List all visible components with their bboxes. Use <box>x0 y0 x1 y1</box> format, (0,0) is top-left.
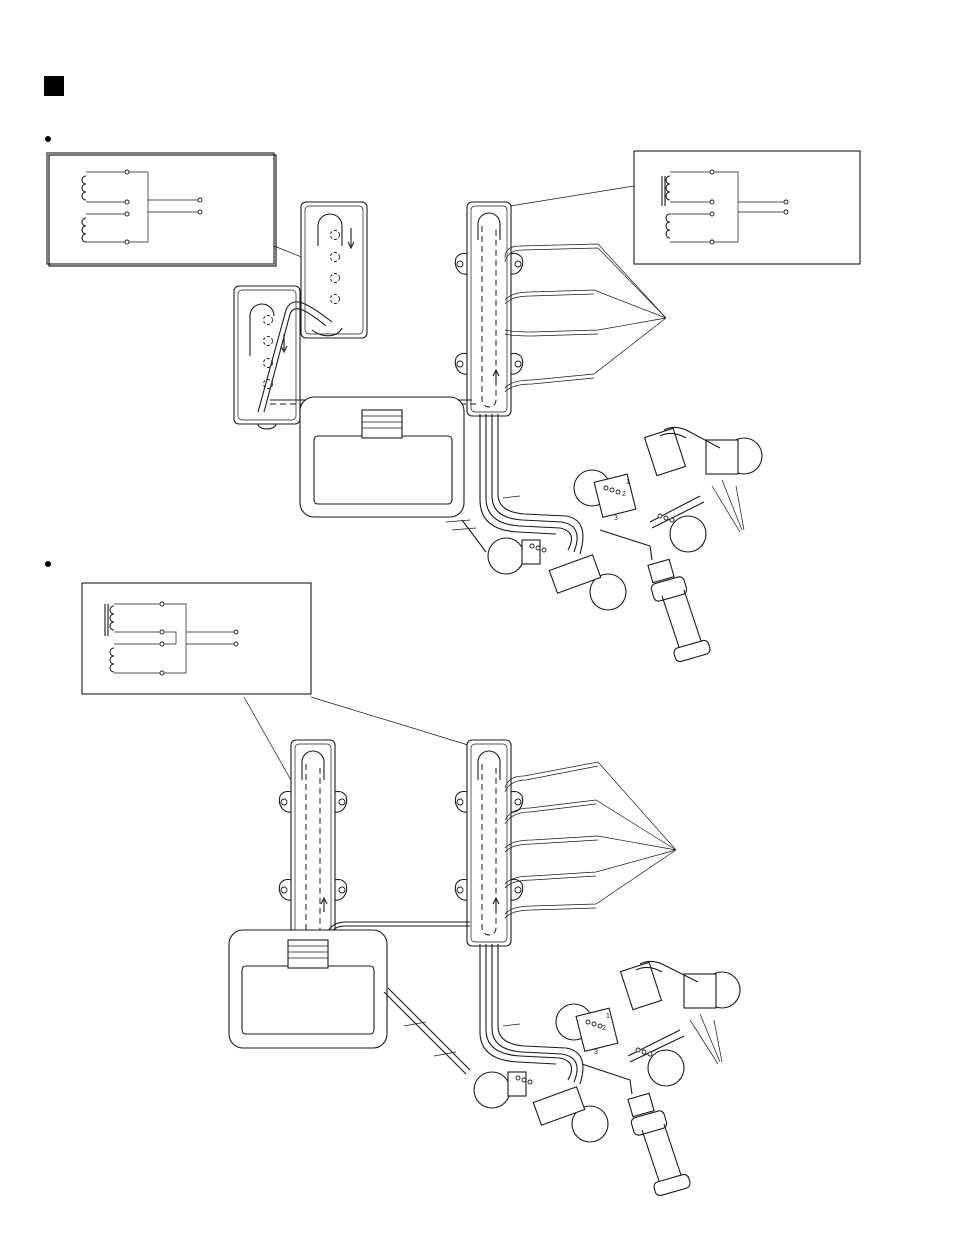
volume-pot-top-1 <box>488 538 546 574</box>
j-pickup-neck <box>279 740 346 946</box>
p-pickup-upper-half <box>301 202 367 338</box>
battery-compartment-bottom <box>229 930 387 1048</box>
switch-lug-label: 1 <box>626 479 630 486</box>
wire-bundle-bottom <box>505 762 676 918</box>
schematic-inset-j-pickup-2 <box>82 583 311 694</box>
section-marker-icon <box>44 76 64 96</box>
output-jack-top <box>648 559 711 662</box>
switch-lug-label: 2 <box>622 491 626 498</box>
output-jack-bottom <box>628 1093 691 1196</box>
bullet-icon <box>45 136 51 142</box>
harness-top <box>480 414 583 554</box>
switch-lug-label: 3 <box>594 1049 598 1056</box>
schematic-inset-p-pickup <box>47 153 276 266</box>
schematic-inset-j-pickup-1 <box>634 151 860 264</box>
volume-pot-top-2 <box>650 496 706 552</box>
tone-pot-top-1 <box>549 555 626 610</box>
switch-lug-label: 1 <box>606 1013 610 1020</box>
tone-pot-bottom-1 <box>533 1087 608 1142</box>
stacked-pot-bottom <box>621 961 740 1009</box>
switch-top: 1 2 3 <box>574 470 636 522</box>
volume-pot-bottom-1 <box>474 1072 532 1108</box>
battery-compartment-top <box>300 397 464 517</box>
switch-lug-label: 2 <box>602 1025 606 1032</box>
wire-bundle-top <box>505 244 666 392</box>
stacked-pot-top <box>645 427 762 475</box>
j-pickup-top <box>455 202 522 416</box>
bullet-icon <box>45 561 51 567</box>
switch-lug-label: 3 <box>614 515 618 522</box>
volume-pot-bottom-2 <box>628 1030 684 1086</box>
